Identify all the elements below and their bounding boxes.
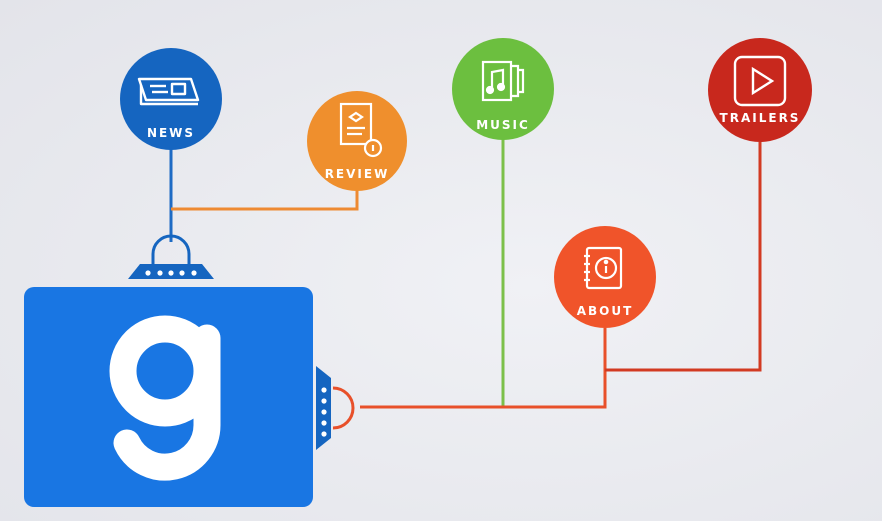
review-document-icon	[339, 102, 383, 158]
review-node[interactable]: REVIEW	[307, 91, 407, 191]
about-link-line	[360, 328, 607, 409]
connector-lines	[169, 138, 762, 409]
about-label: ABOUT	[577, 304, 634, 318]
hub-top-connector	[128, 234, 214, 279]
info-notebook-icon	[584, 246, 623, 290]
review-label: REVIEW	[325, 167, 390, 181]
news-label: NEWS	[147, 126, 195, 140]
about-node[interactable]: ABOUT	[554, 226, 656, 328]
g-logo-icon	[109, 315, 221, 481]
news-node[interactable]: NEWS	[120, 48, 222, 150]
music-album-icon	[481, 60, 525, 102]
play-icon	[733, 55, 787, 107]
review-link-line	[171, 190, 359, 211]
newspaper-icon	[137, 77, 200, 106]
music-label: MUSIC	[476, 118, 530, 132]
trailers-link-line	[605, 142, 762, 372]
hub-logo-box[interactable]	[24, 287, 313, 507]
trailers-node[interactable]: TRAILERS	[708, 38, 812, 142]
trailers-label: TRAILERS	[720, 111, 801, 125]
music-node[interactable]: MUSIC	[452, 38, 554, 140]
hub-right-connector	[316, 366, 355, 450]
